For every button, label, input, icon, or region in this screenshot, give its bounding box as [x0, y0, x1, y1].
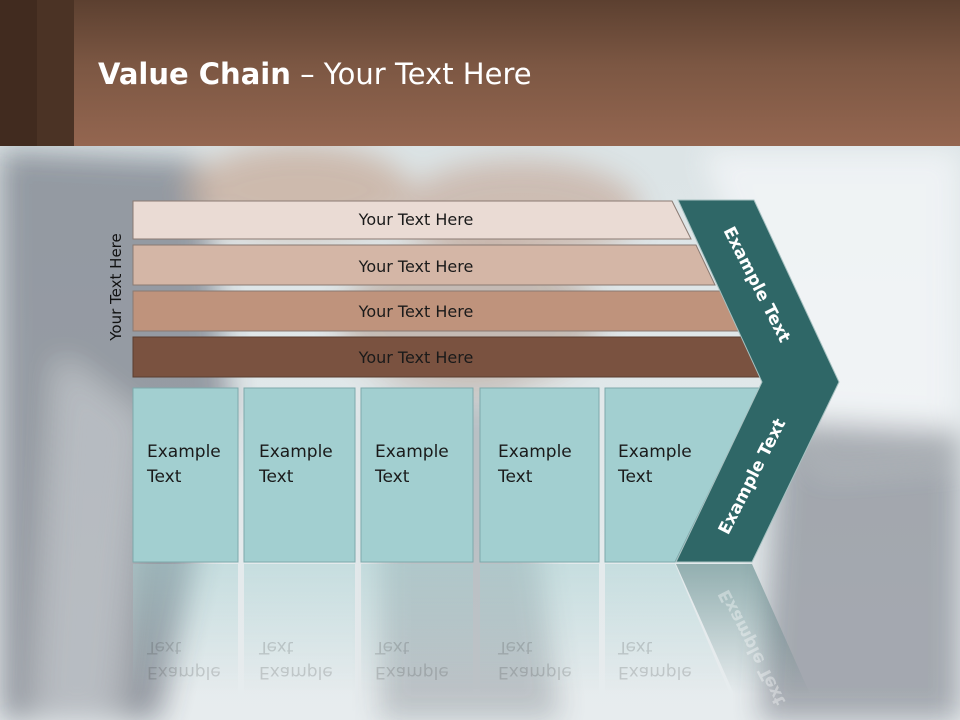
column-5-line2: Text	[618, 467, 653, 487]
title-bar: Value Chain – Your Text Here	[0, 0, 960, 146]
primary-column-1-text: Example Text	[147, 440, 221, 490]
support-bar-3: Your Text Here	[132, 290, 740, 332]
column-4-reflect-line2: Text	[498, 637, 533, 657]
primary-column-2-text-reflection: Example Text	[259, 634, 333, 684]
support-bar-1-shape	[132, 200, 692, 240]
primary-column-5-text-reflection: Example Text	[618, 634, 692, 684]
primary-column-2	[243, 387, 356, 563]
title-bar-accent-inner	[0, 0, 37, 146]
column-3-reflect-line2: Text	[375, 637, 410, 657]
primary-column-1	[132, 387, 239, 563]
slide-title-rest: – Your Text Here	[290, 57, 532, 91]
support-bar-4: Your Text Here	[132, 336, 764, 378]
column-2-reflect-line1: Example	[259, 662, 333, 682]
support-bar-3-label: Your Text Here	[358, 302, 474, 321]
support-bar-2-label: Your Text Here	[358, 257, 474, 276]
support-bar-2: Your Text Here	[132, 244, 716, 286]
column-5-reflect-line2: Text	[618, 637, 653, 657]
primary-column-3-text: Example Text	[375, 440, 449, 490]
column-reflection-1	[133, 564, 238, 694]
column-2-line2: Text	[259, 467, 294, 487]
primary-activities	[132, 387, 761, 563]
column-1-line1: Example	[147, 442, 221, 462]
column-3-reflect-line1: Example	[375, 662, 449, 682]
primary-columns-reflection	[133, 564, 730, 694]
primary-column-4	[479, 387, 600, 563]
chevron-shape	[675, 199, 840, 563]
primary-column-4-text-reflection: Example Text	[498, 634, 572, 684]
column-reflection-3	[361, 564, 473, 694]
chevron-reflection	[676, 564, 810, 694]
primary-column-3	[360, 387, 474, 563]
column-4-line1: Example	[498, 442, 572, 462]
slide-title-bold: Value Chain	[98, 57, 291, 91]
column-1-reflect-line2: Text	[147, 637, 182, 657]
column-reflection-4	[480, 564, 599, 694]
column-3-line1: Example	[375, 442, 449, 462]
column-reflection-2	[244, 564, 355, 694]
support-bar-1: Your Text Here	[132, 200, 692, 240]
column-2-line1: Example	[259, 442, 333, 462]
column-4-reflect-line1: Example	[498, 662, 572, 682]
primary-column-3-text-reflection: Example Text	[375, 634, 449, 684]
column-reflection-5	[605, 564, 730, 694]
primary-column-4-text: Example Text	[498, 440, 572, 490]
column-1-reflect-line1: Example	[147, 662, 221, 682]
column-3-line2: Text	[375, 467, 410, 487]
support-bar-2-shape	[132, 244, 716, 286]
primary-column-5	[604, 387, 761, 563]
primary-column-1-text-reflection: Example Text	[147, 634, 221, 684]
slide-title: Value Chain – Your Text Here	[98, 54, 532, 94]
support-activities: Your Text Here Your Text Here Your Text …	[132, 200, 764, 378]
support-bar-4-label: Your Text Here	[358, 348, 474, 367]
column-5-reflect-line1: Example	[618, 662, 692, 682]
support-bar-1-label: Your Text Here	[358, 210, 474, 229]
primary-column-5-text: Example Text	[618, 440, 692, 490]
margin-chevron: Example Text Example Text Example Text	[675, 199, 840, 708]
column-5-line1: Example	[618, 442, 692, 462]
column-4-line2: Text	[498, 467, 533, 487]
primary-column-2-text: Example Text	[259, 440, 333, 490]
column-1-line2: Text	[147, 467, 182, 487]
column-2-reflect-line2: Text	[259, 637, 294, 657]
